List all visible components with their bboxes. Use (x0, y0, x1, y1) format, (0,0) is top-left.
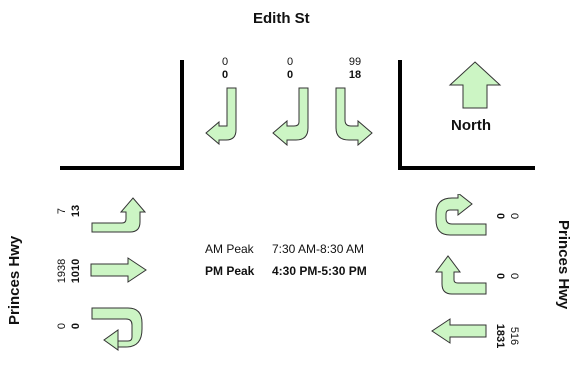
north-left-turn-arrow-icon (205, 87, 237, 146)
east-u-turn-volume-am: 0 (508, 212, 520, 220)
west-right-turn-arrow-icon (91, 197, 147, 233)
west-through-arrow-icon (90, 257, 147, 283)
east-left-turn-volume-pm: 0 (494, 272, 506, 280)
west-u-turn-volume-am: 0 (56, 322, 68, 330)
east-through-arrow-icon (431, 318, 487, 344)
pm-peak-label: PM Peak (205, 264, 255, 278)
east-u-turn-arrow-icon (435, 194, 487, 236)
north-right-turn-arrow-icon (335, 87, 373, 146)
north-arrow-icon (448, 61, 502, 109)
east-left-turn-arrow-icon (435, 255, 487, 295)
east-u-turn-volume-pm: 0 (494, 212, 506, 220)
pm-peak-time: 4:30 PM-5:30 PM (272, 264, 367, 278)
east-through-volume-pm: 1831 (494, 323, 506, 349)
west-through-volume-pm: 1010 (70, 258, 82, 284)
west-through-volume-am: 1938 (56, 258, 68, 284)
east-left-turn-volume-am: 0 (508, 272, 520, 280)
west-right-turn-volume-am: 7 (56, 207, 68, 215)
east-through-volume-am: 516 (508, 326, 520, 346)
west-u-turn-volume-pm: 0 (70, 322, 82, 330)
am-peak-time: 7:30 AM-8:30 AM (272, 242, 365, 256)
north-u-turn-arrow-icon (272, 87, 309, 146)
am-peak-label: AM Peak (205, 242, 254, 256)
west-u-turn-arrow-icon (91, 307, 143, 351)
north-label: North (451, 117, 491, 134)
west-right-turn-volume-pm: 13 (70, 204, 82, 218)
street-name-north: Edith St (253, 10, 310, 27)
